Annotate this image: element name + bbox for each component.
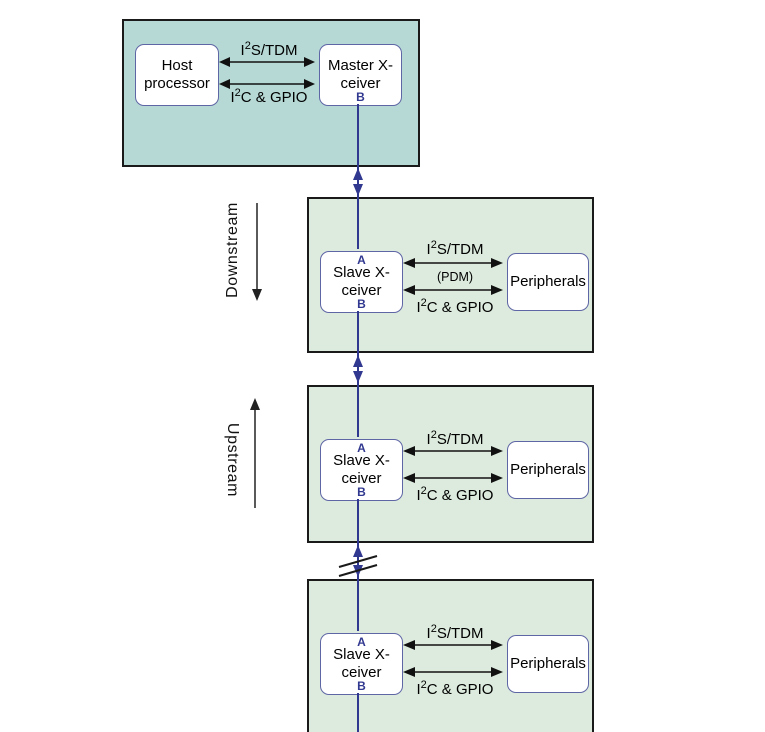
slave3-peripherals-node: Peripherals [507, 635, 589, 693]
upstream-label: Upstream [224, 422, 241, 498]
host-processor-node: Host processor [135, 44, 219, 106]
bus-arrowheads-gap1-icon [353, 168, 363, 196]
bus-label-base: I [416, 299, 421, 316]
slave3-i2s-tdm-label: I2S/TDM [400, 623, 510, 643]
slave2-port-b: B [357, 485, 366, 499]
master-port-b: B [356, 90, 365, 104]
slave3-port-b: B [357, 679, 366, 693]
bus-break-icon [338, 555, 378, 577]
master-section: Host processor Master X-ceiver B I2S/TDM… [122, 19, 420, 167]
slave1-xceiver-label: Slave X-ceiver [333, 264, 390, 299]
slave2-i2c-gpio-label: I2C & GPIO [400, 485, 510, 505]
slave2-peripherals-label: Peripherals [510, 461, 586, 478]
slave3-xceiver-label: Slave X-ceiver [333, 646, 390, 681]
master-xceiver-label: Master X-ceiver [327, 57, 393, 92]
slave2-peripherals-node: Peripherals [507, 441, 589, 499]
bus-label-rest: S/TDM [436, 431, 484, 448]
bus-label-rest: C & GPIO [426, 681, 494, 698]
bus-label-sup: 2 [430, 239, 437, 251]
slave3-port-a: A [357, 635, 366, 649]
slave-section-2: A Slave X-ceiver B Peripherals I2S/TDM I… [307, 385, 594, 543]
slave1-xceiver-node: A Slave X-ceiver B [320, 251, 403, 313]
downstream-arrow-icon [252, 203, 262, 301]
bus-label-sup: 2 [420, 297, 427, 309]
slave2-port-a: A [357, 441, 366, 455]
bus-label-sup: 2 [430, 623, 437, 635]
slave3-peripherals-label: Peripherals [510, 655, 586, 672]
bus-label-base: I [426, 625, 431, 642]
bus-label-sup: 2 [420, 679, 427, 691]
slave2-i2s-tdm-label: I2S/TDM [400, 429, 510, 449]
bus-label-rest: C & GPIO [426, 299, 494, 316]
slave1-i2c-gpio-label: I2C & GPIO [400, 297, 510, 317]
bus-label-base: I [230, 89, 235, 106]
bus-label-sup: 2 [244, 40, 251, 52]
master-xceiver-node: Master X-ceiver B [319, 44, 402, 106]
master-i2s-tdm-label: I2S/TDM [214, 40, 324, 60]
slave3-i2c-gpio-label: I2C & GPIO [400, 679, 510, 699]
slave1-port-b: B [357, 297, 366, 311]
slave2-xceiver-label: Slave X-ceiver [333, 452, 390, 487]
bus-label-sup: 2 [430, 429, 437, 441]
slave1-port-a: A [357, 253, 366, 267]
bus-label-base: I [416, 681, 421, 698]
bus-arrowheads-gap3-icon [353, 545, 363, 577]
slave1-pdm-note: (PDM) [436, 270, 474, 284]
bus-label-base: I [416, 487, 421, 504]
bus-label-rest: S/TDM [436, 625, 484, 642]
slave-section-1: A Slave X-ceiver B Peripherals I2S/TDM (… [307, 197, 594, 353]
bus-label-rest: C & GPIO [426, 487, 494, 504]
bus-label-sup: 2 [234, 87, 241, 99]
slave2-xceiver-node: A Slave X-ceiver B [320, 439, 403, 501]
bus-label-base: I [426, 431, 431, 448]
slave1-i2s-tdm-label: I2S/TDM [400, 239, 510, 259]
downstream-label: Downstream [224, 202, 241, 298]
master-i2c-gpio-label: I2C & GPIO [214, 87, 324, 107]
slave-section-3: A Slave X-ceiver B Peripherals I2S/TDM I… [307, 579, 594, 732]
bus-arrowheads-gap2-icon [353, 355, 363, 383]
slave1-peripherals-label: Peripherals [510, 273, 586, 290]
bus-label-base: I [240, 42, 245, 59]
bus-label-rest: S/TDM [436, 241, 484, 258]
slave1-peripherals-node: Peripherals [507, 253, 589, 311]
host-processor-label: Host processor [144, 57, 210, 92]
bus-label-base: I [426, 241, 431, 258]
slave3-xceiver-node: A Slave X-ceiver B [320, 633, 403, 695]
upstream-arrow-icon [250, 398, 260, 508]
bus-label-sup: 2 [420, 485, 427, 497]
bus-label-rest: C & GPIO [240, 89, 308, 106]
bus-label-rest: S/TDM [250, 42, 298, 59]
